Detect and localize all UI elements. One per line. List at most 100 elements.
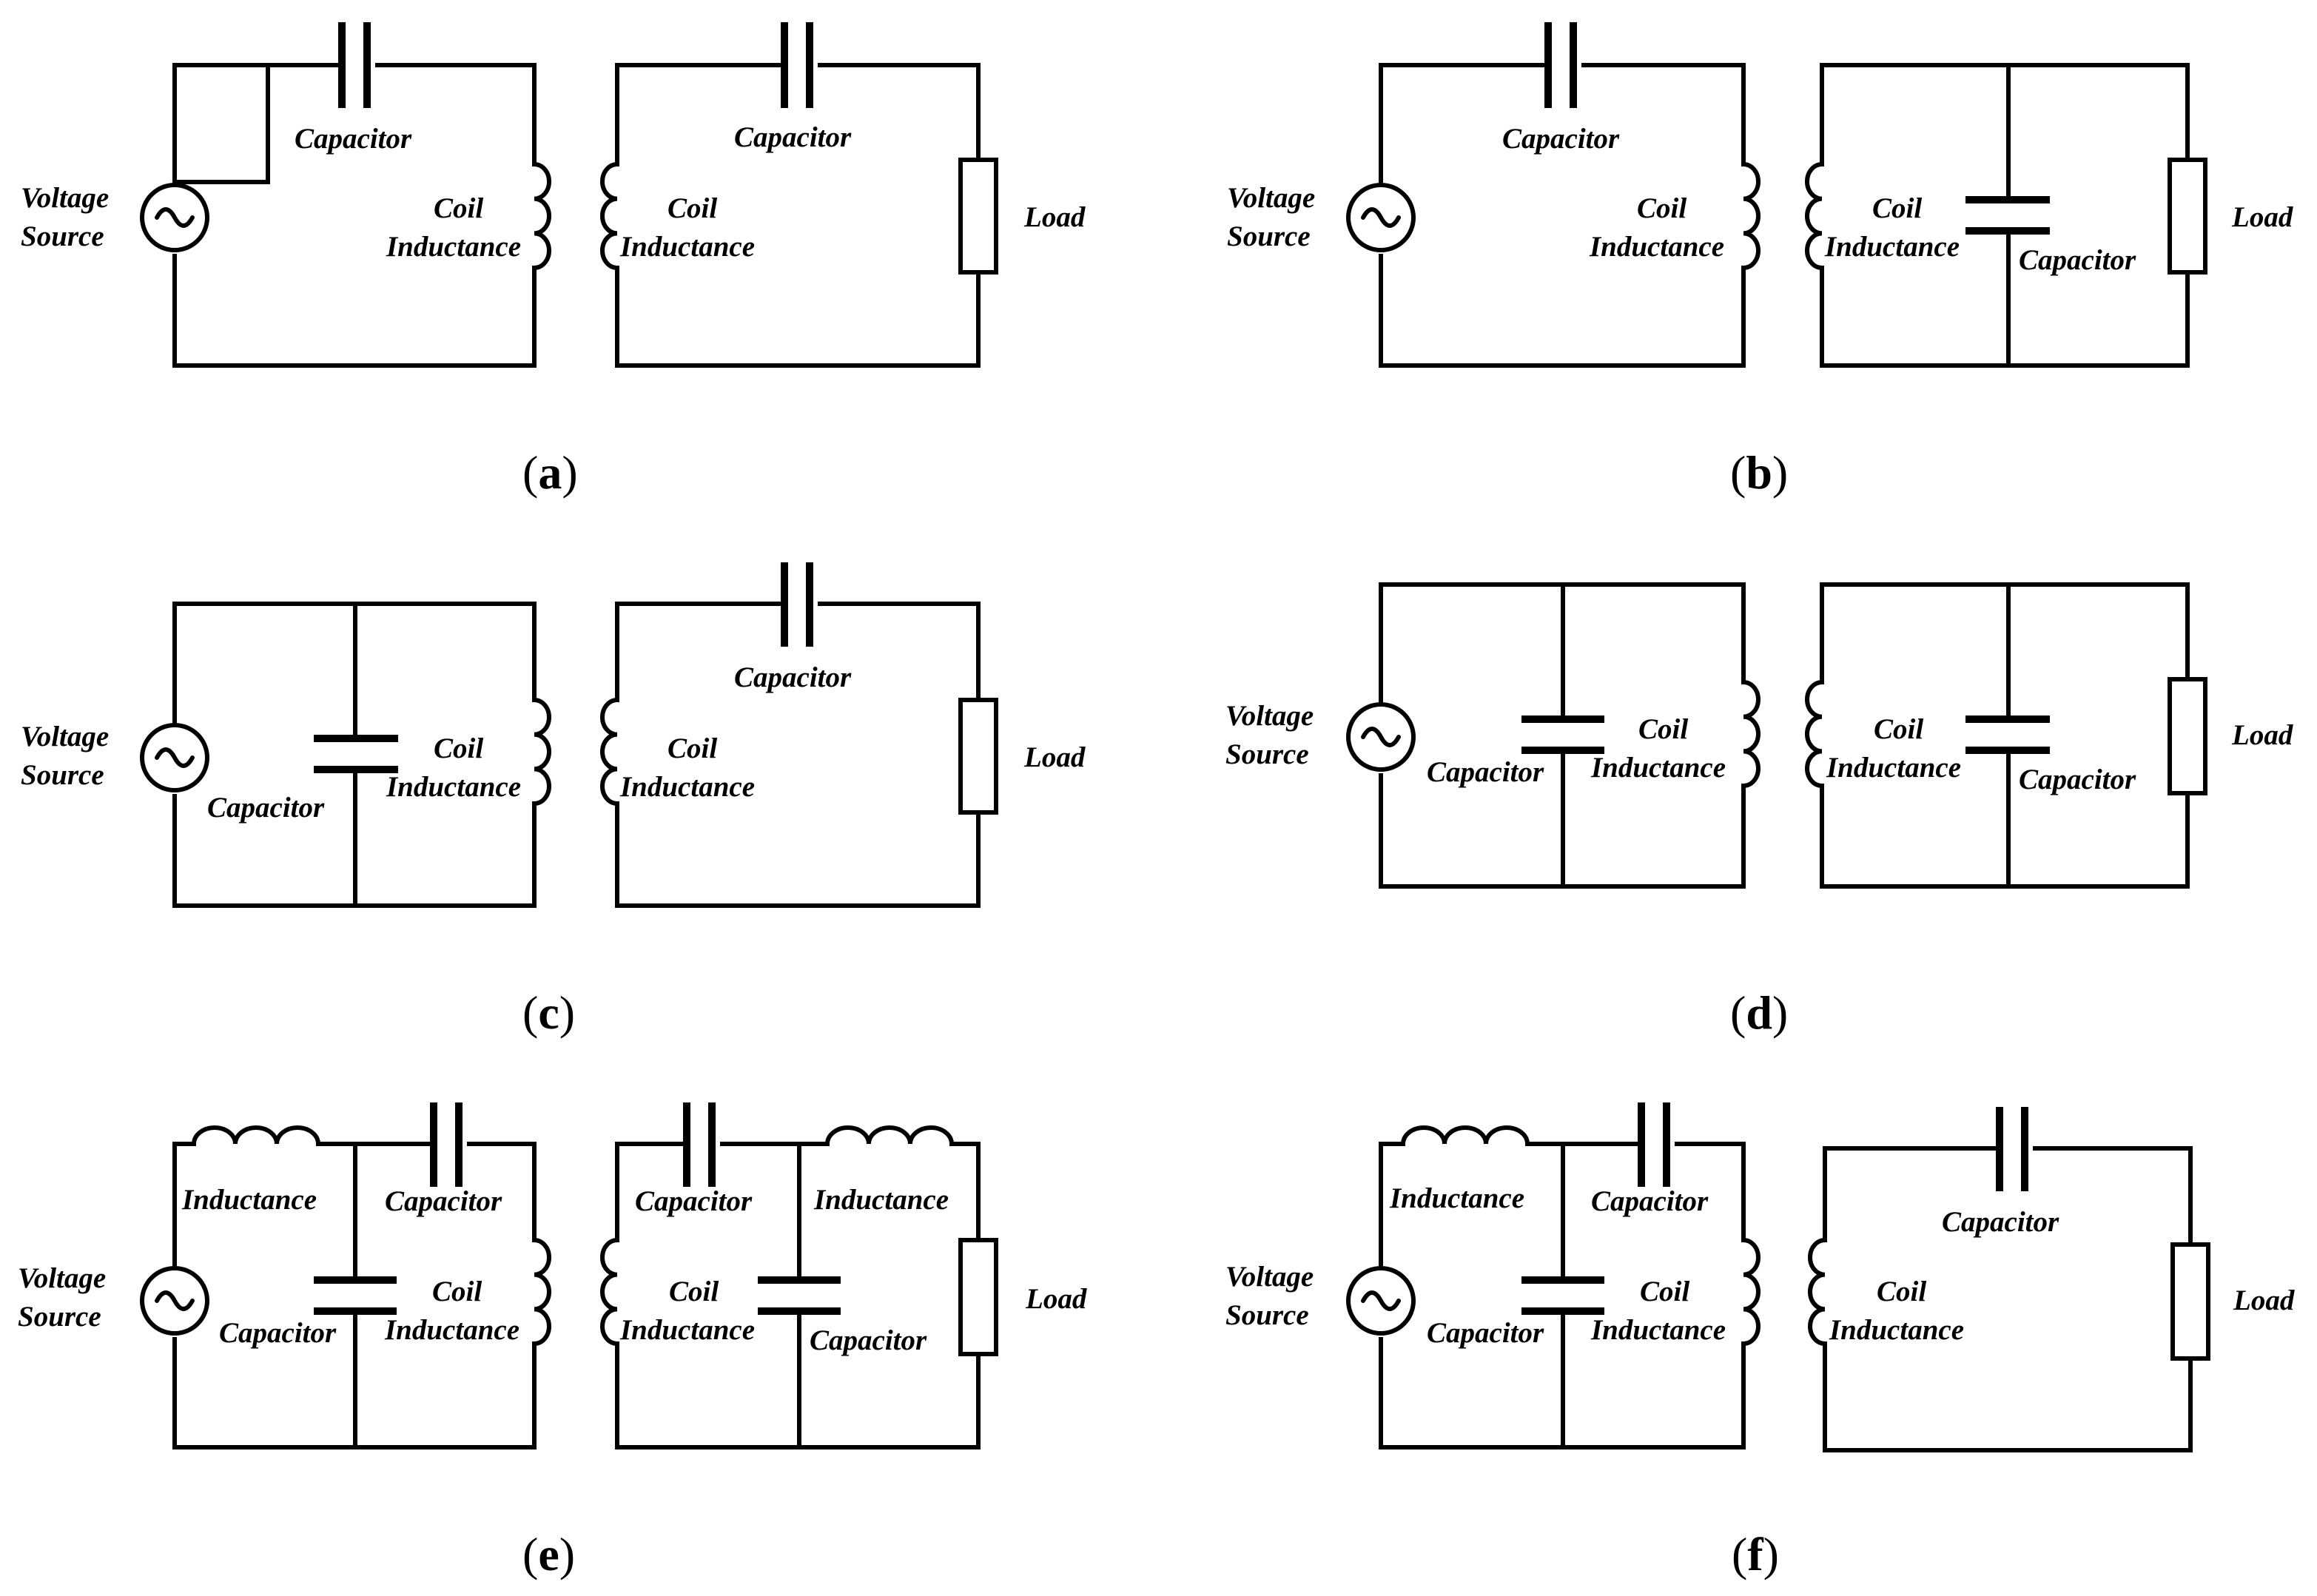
capacitor-label: Capacitor xyxy=(1427,1317,1544,1349)
series-capacitor xyxy=(1996,1107,2028,1191)
series-capacitor xyxy=(338,22,371,108)
panel-c: Voltage Source Capacitor Coil Inductance… xyxy=(21,562,1086,1039)
load-label: Load xyxy=(2231,719,2293,751)
panel-e: Voltage Source Inductance Capacitor Capa… xyxy=(18,1102,1087,1580)
coil-label: Coil xyxy=(1877,1276,1926,1307)
voltage-label: Voltage xyxy=(1225,1261,1314,1293)
coil-label: Coil xyxy=(667,192,717,224)
primary-coil-icon xyxy=(534,164,549,268)
inductance-label: Inductance xyxy=(384,1314,519,1346)
voltage-label: Voltage xyxy=(1225,700,1314,732)
load-resistor-icon xyxy=(958,158,998,275)
primary-coil-icon xyxy=(534,1240,549,1344)
shunt-capacitor xyxy=(314,735,398,773)
panel-b: Voltage Source Capacitor Coil Inductance… xyxy=(1227,22,2293,499)
series-capacitor xyxy=(781,22,813,108)
capacitor-label: Capacitor xyxy=(1942,1206,2059,1238)
capacitor-label: Capacitor xyxy=(207,792,325,824)
source-label: Source xyxy=(18,1301,101,1333)
panel-caption-d: (d) xyxy=(1730,986,1788,1039)
load-resistor-icon xyxy=(958,698,998,815)
secondary-coil-icon xyxy=(602,164,617,268)
load-resistor-icon xyxy=(2168,158,2207,275)
secondary-coil-icon xyxy=(1810,1240,1825,1344)
secondary-coil-icon xyxy=(602,700,617,804)
inductance-label: Inductance xyxy=(1829,1314,1964,1346)
capacitor-label: Capacitor xyxy=(219,1317,337,1349)
primary-coil-icon xyxy=(534,700,549,804)
panel-caption-e: (e) xyxy=(522,1528,575,1580)
panel-caption-c: (c) xyxy=(522,986,575,1039)
series-capacitor xyxy=(683,1102,716,1187)
coil-label: Coil xyxy=(1872,192,1922,224)
capacitor-label: Capacitor xyxy=(295,123,412,155)
inductance-label: Inductance xyxy=(1824,231,1960,263)
capacitor-label: Capacitor xyxy=(734,661,852,693)
voltage-source-icon xyxy=(1346,1266,1416,1336)
shunt-capacitor xyxy=(1965,196,2050,235)
inductance-label: Inductance xyxy=(1826,752,1961,784)
load-label: Load xyxy=(2231,201,2293,233)
series-capacitor xyxy=(1544,22,1577,108)
series-inductor-icon xyxy=(194,1128,318,1144)
panel-caption-f: (f) xyxy=(1732,1528,1779,1580)
capacitor-label: Capacitor xyxy=(810,1324,927,1356)
capacitor-label: Capacitor xyxy=(734,121,852,153)
series-inductor-icon xyxy=(1403,1128,1527,1144)
voltage-label: Voltage xyxy=(21,182,109,214)
source-label: Source xyxy=(21,220,104,252)
coil-label: Coil xyxy=(667,733,717,764)
coil-label: Coil xyxy=(434,733,483,764)
primary-coil-icon xyxy=(1743,1240,1758,1344)
panel-f: Voltage Source Inductance Capacitor Capa… xyxy=(1225,1102,2295,1580)
primary-coil-icon xyxy=(1743,682,1758,786)
shunt-capacitor xyxy=(314,1276,397,1315)
load-resistor-icon xyxy=(2168,677,2207,795)
coil-label: Coil xyxy=(669,1276,719,1307)
inductance-label: Inductance xyxy=(1589,231,1724,263)
inductance-label: Inductance xyxy=(619,1314,755,1346)
coil-label: Coil xyxy=(1640,1276,1689,1307)
shunt-capacitor xyxy=(758,1276,841,1315)
source-label: Source xyxy=(21,759,104,791)
coil-label: Coil xyxy=(434,192,483,224)
voltage-source-icon xyxy=(140,723,209,792)
coil-label: Coil xyxy=(432,1276,482,1307)
source-label: Source xyxy=(1227,220,1311,252)
capacitor-label: Capacitor xyxy=(1502,123,1620,155)
secondary-coil-icon xyxy=(602,1240,617,1344)
voltage-source-icon xyxy=(140,183,209,252)
capacitor-label: Capacitor xyxy=(635,1185,753,1217)
voltage-label: Voltage xyxy=(18,1262,106,1294)
load-resistor-icon xyxy=(2170,1242,2210,1361)
panel-caption-a: (a) xyxy=(522,446,578,499)
capacitor-label: Capacitor xyxy=(2019,764,2136,795)
voltage-source-icon xyxy=(140,1266,209,1336)
load-label: Load xyxy=(1023,741,1086,773)
shunt-capacitor xyxy=(1521,715,1604,754)
capacitor-label: Capacitor xyxy=(1591,1185,1709,1217)
shunt-capacitor xyxy=(1521,1276,1604,1315)
inductance-label: Inductance xyxy=(386,231,521,263)
inductance-label: Inductance xyxy=(1389,1182,1524,1214)
series-inductor-icon xyxy=(827,1128,952,1144)
panel-a: Voltage Source Capacitor Coil Inductance… xyxy=(21,22,1086,499)
inductance-label: Inductance xyxy=(1590,1314,1726,1346)
inductance-label: Inductance xyxy=(619,231,755,263)
coil-label: Coil xyxy=(1874,713,1923,745)
coil-label: Coil xyxy=(1638,713,1688,745)
inductance-label: Inductance xyxy=(1590,752,1726,784)
series-capacitor xyxy=(430,1102,463,1187)
secondary-coil-icon xyxy=(1807,164,1822,268)
voltage-source-icon xyxy=(1346,702,1416,772)
voltage-label: Voltage xyxy=(1227,182,1315,214)
capacitor-label: Capacitor xyxy=(1427,756,1544,788)
coil-label: Coil xyxy=(1637,192,1687,224)
inductance-label: Inductance xyxy=(181,1184,317,1216)
primary-coil-icon xyxy=(1743,164,1758,268)
load-label: Load xyxy=(1023,201,1086,233)
load-resistor-icon xyxy=(958,1238,998,1356)
panel-d: Voltage Source Capacitor Coil Inductance… xyxy=(1225,582,2293,1039)
source-label: Source xyxy=(1225,1299,1309,1331)
